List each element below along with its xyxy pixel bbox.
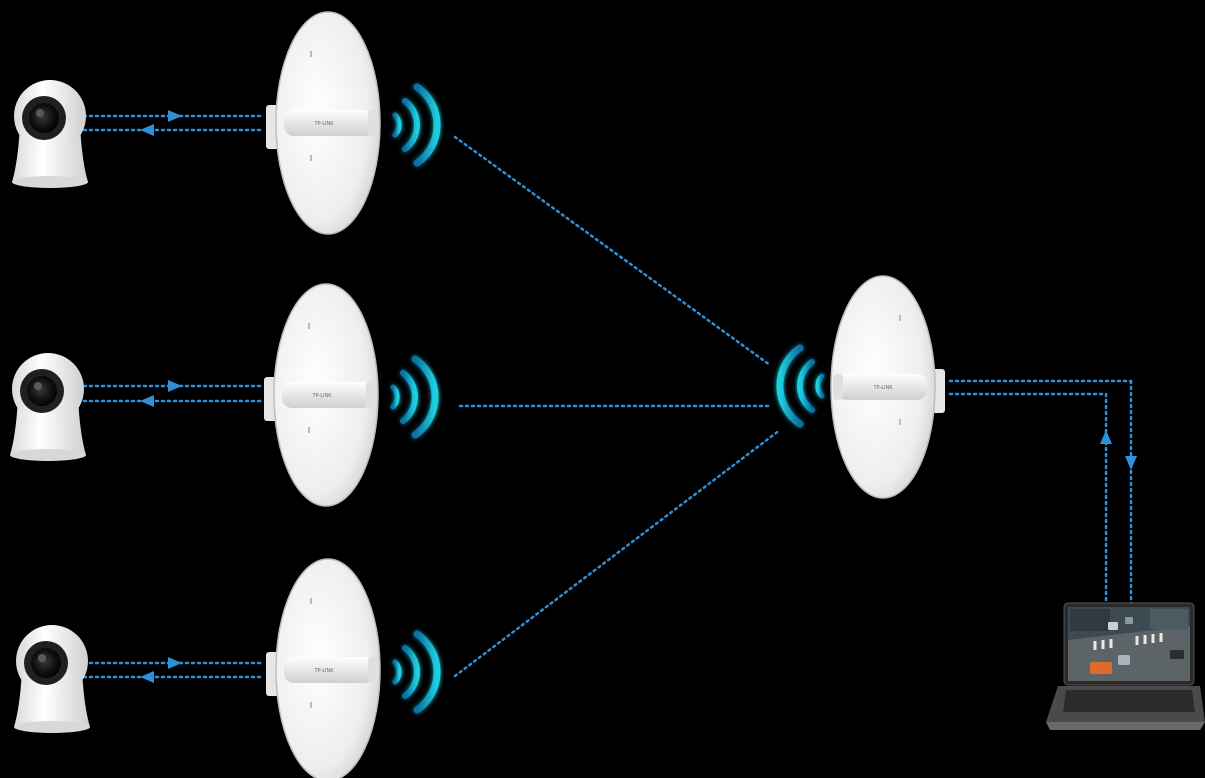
signal-waves-icon — [780, 348, 822, 424]
wireless-link-top — [453, 135, 772, 367]
antenna-brand-label: TP-LINK — [313, 121, 334, 127]
antenna-brand-label: TP-LINK — [872, 385, 893, 391]
dish-antenna-icon: TP-LINK — [830, 275, 946, 499]
antenna-brand-label: TP-LINK — [311, 393, 332, 399]
signal-waves-icon — [395, 87, 437, 163]
dish-antenna-icon: TP-LINK — [265, 558, 381, 778]
ip-camera-icon — [10, 353, 86, 461]
laptop-icon — [1046, 602, 1205, 730]
antenna-brand-label: TP-LINK — [313, 668, 334, 674]
ip-camera-icon — [14, 625, 90, 733]
dish-antenna-icon: TP-LINK — [263, 283, 379, 507]
flow-arrows — [140, 110, 1137, 683]
wireless-links — [453, 135, 782, 678]
signal-waves-icon — [395, 634, 437, 710]
wireless-link-bottom — [453, 428, 782, 678]
wired-links — [76, 114, 1133, 679]
dish-antenna-icon: TP-LINK — [265, 11, 381, 235]
signal-waves-icon — [393, 359, 435, 435]
ip-camera-icon — [12, 80, 88, 188]
